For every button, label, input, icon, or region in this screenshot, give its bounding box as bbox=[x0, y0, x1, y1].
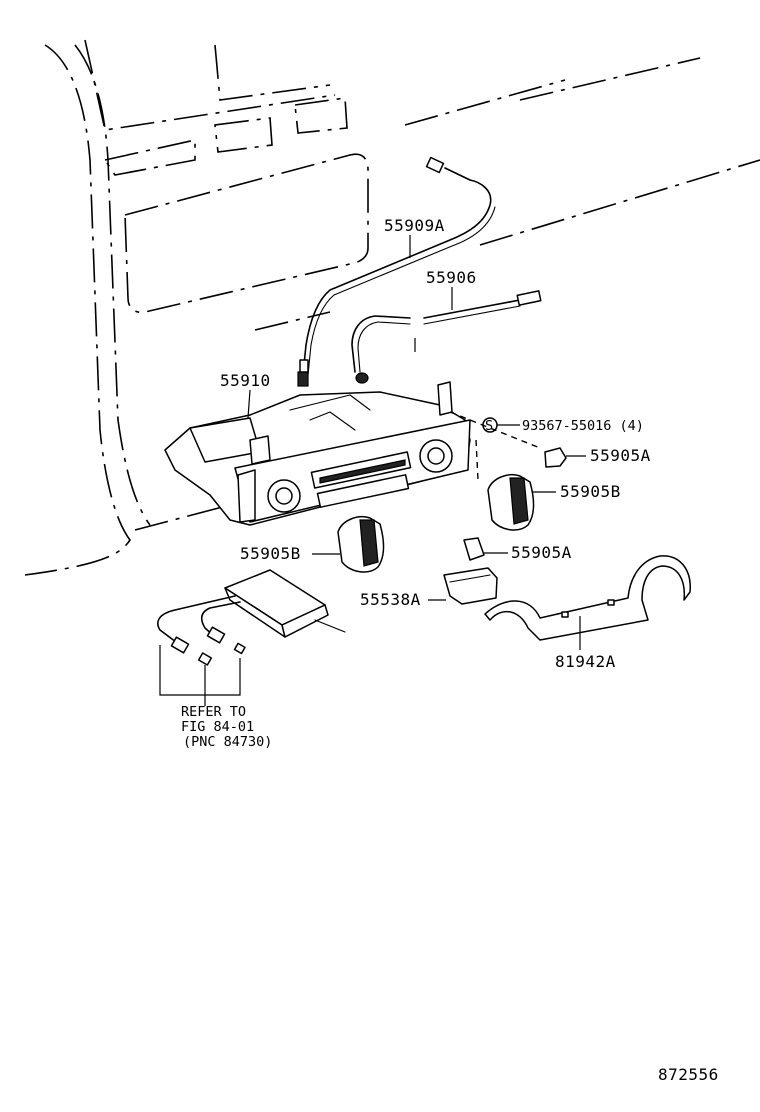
refer-note-line2: FIG 84-01 bbox=[181, 719, 254, 735]
refer-note: REFER TO FIG 84-01 (PNC 84730) bbox=[181, 704, 272, 750]
refer-note-line1: REFER TO bbox=[181, 704, 246, 720]
label-55905b-left: 55905B bbox=[240, 544, 301, 563]
knob-55905b-left bbox=[337, 516, 385, 573]
leader-lines bbox=[247, 235, 586, 650]
dashboard-outline bbox=[24, 39, 760, 576]
label-81942a: 81942A bbox=[555, 652, 616, 671]
cable-55909a bbox=[297, 156, 496, 387]
cable-55906 bbox=[351, 290, 542, 384]
label-55905b-right: 55905B bbox=[560, 482, 621, 501]
svg-text:S: S bbox=[485, 418, 493, 434]
heater-control-assembly bbox=[164, 381, 471, 526]
callout-labels: 55909A 55906 55910 93567-55016 (4) 55905… bbox=[220, 216, 651, 671]
part-55538a bbox=[443, 567, 498, 605]
label-55905a-top: 55905A bbox=[590, 446, 651, 465]
knob-55905b-right bbox=[487, 474, 535, 531]
refer-note-line3: (PNC 84730) bbox=[183, 734, 272, 750]
label-55906: 55906 bbox=[426, 268, 477, 287]
knob-55905a-top bbox=[544, 447, 567, 468]
label-55905a-mid: 55905A bbox=[511, 543, 572, 562]
bracket-81942a bbox=[484, 555, 691, 641]
label-55909a: 55909A bbox=[384, 216, 445, 235]
knob-55905a-mid bbox=[463, 537, 485, 561]
label-55538a: 55538A bbox=[360, 590, 421, 609]
wire-harness bbox=[157, 569, 346, 706]
label-55910: 55910 bbox=[220, 371, 271, 390]
figure-number: 872556 bbox=[658, 1065, 719, 1084]
label-93567: 93567-55016 (4) bbox=[522, 418, 644, 434]
